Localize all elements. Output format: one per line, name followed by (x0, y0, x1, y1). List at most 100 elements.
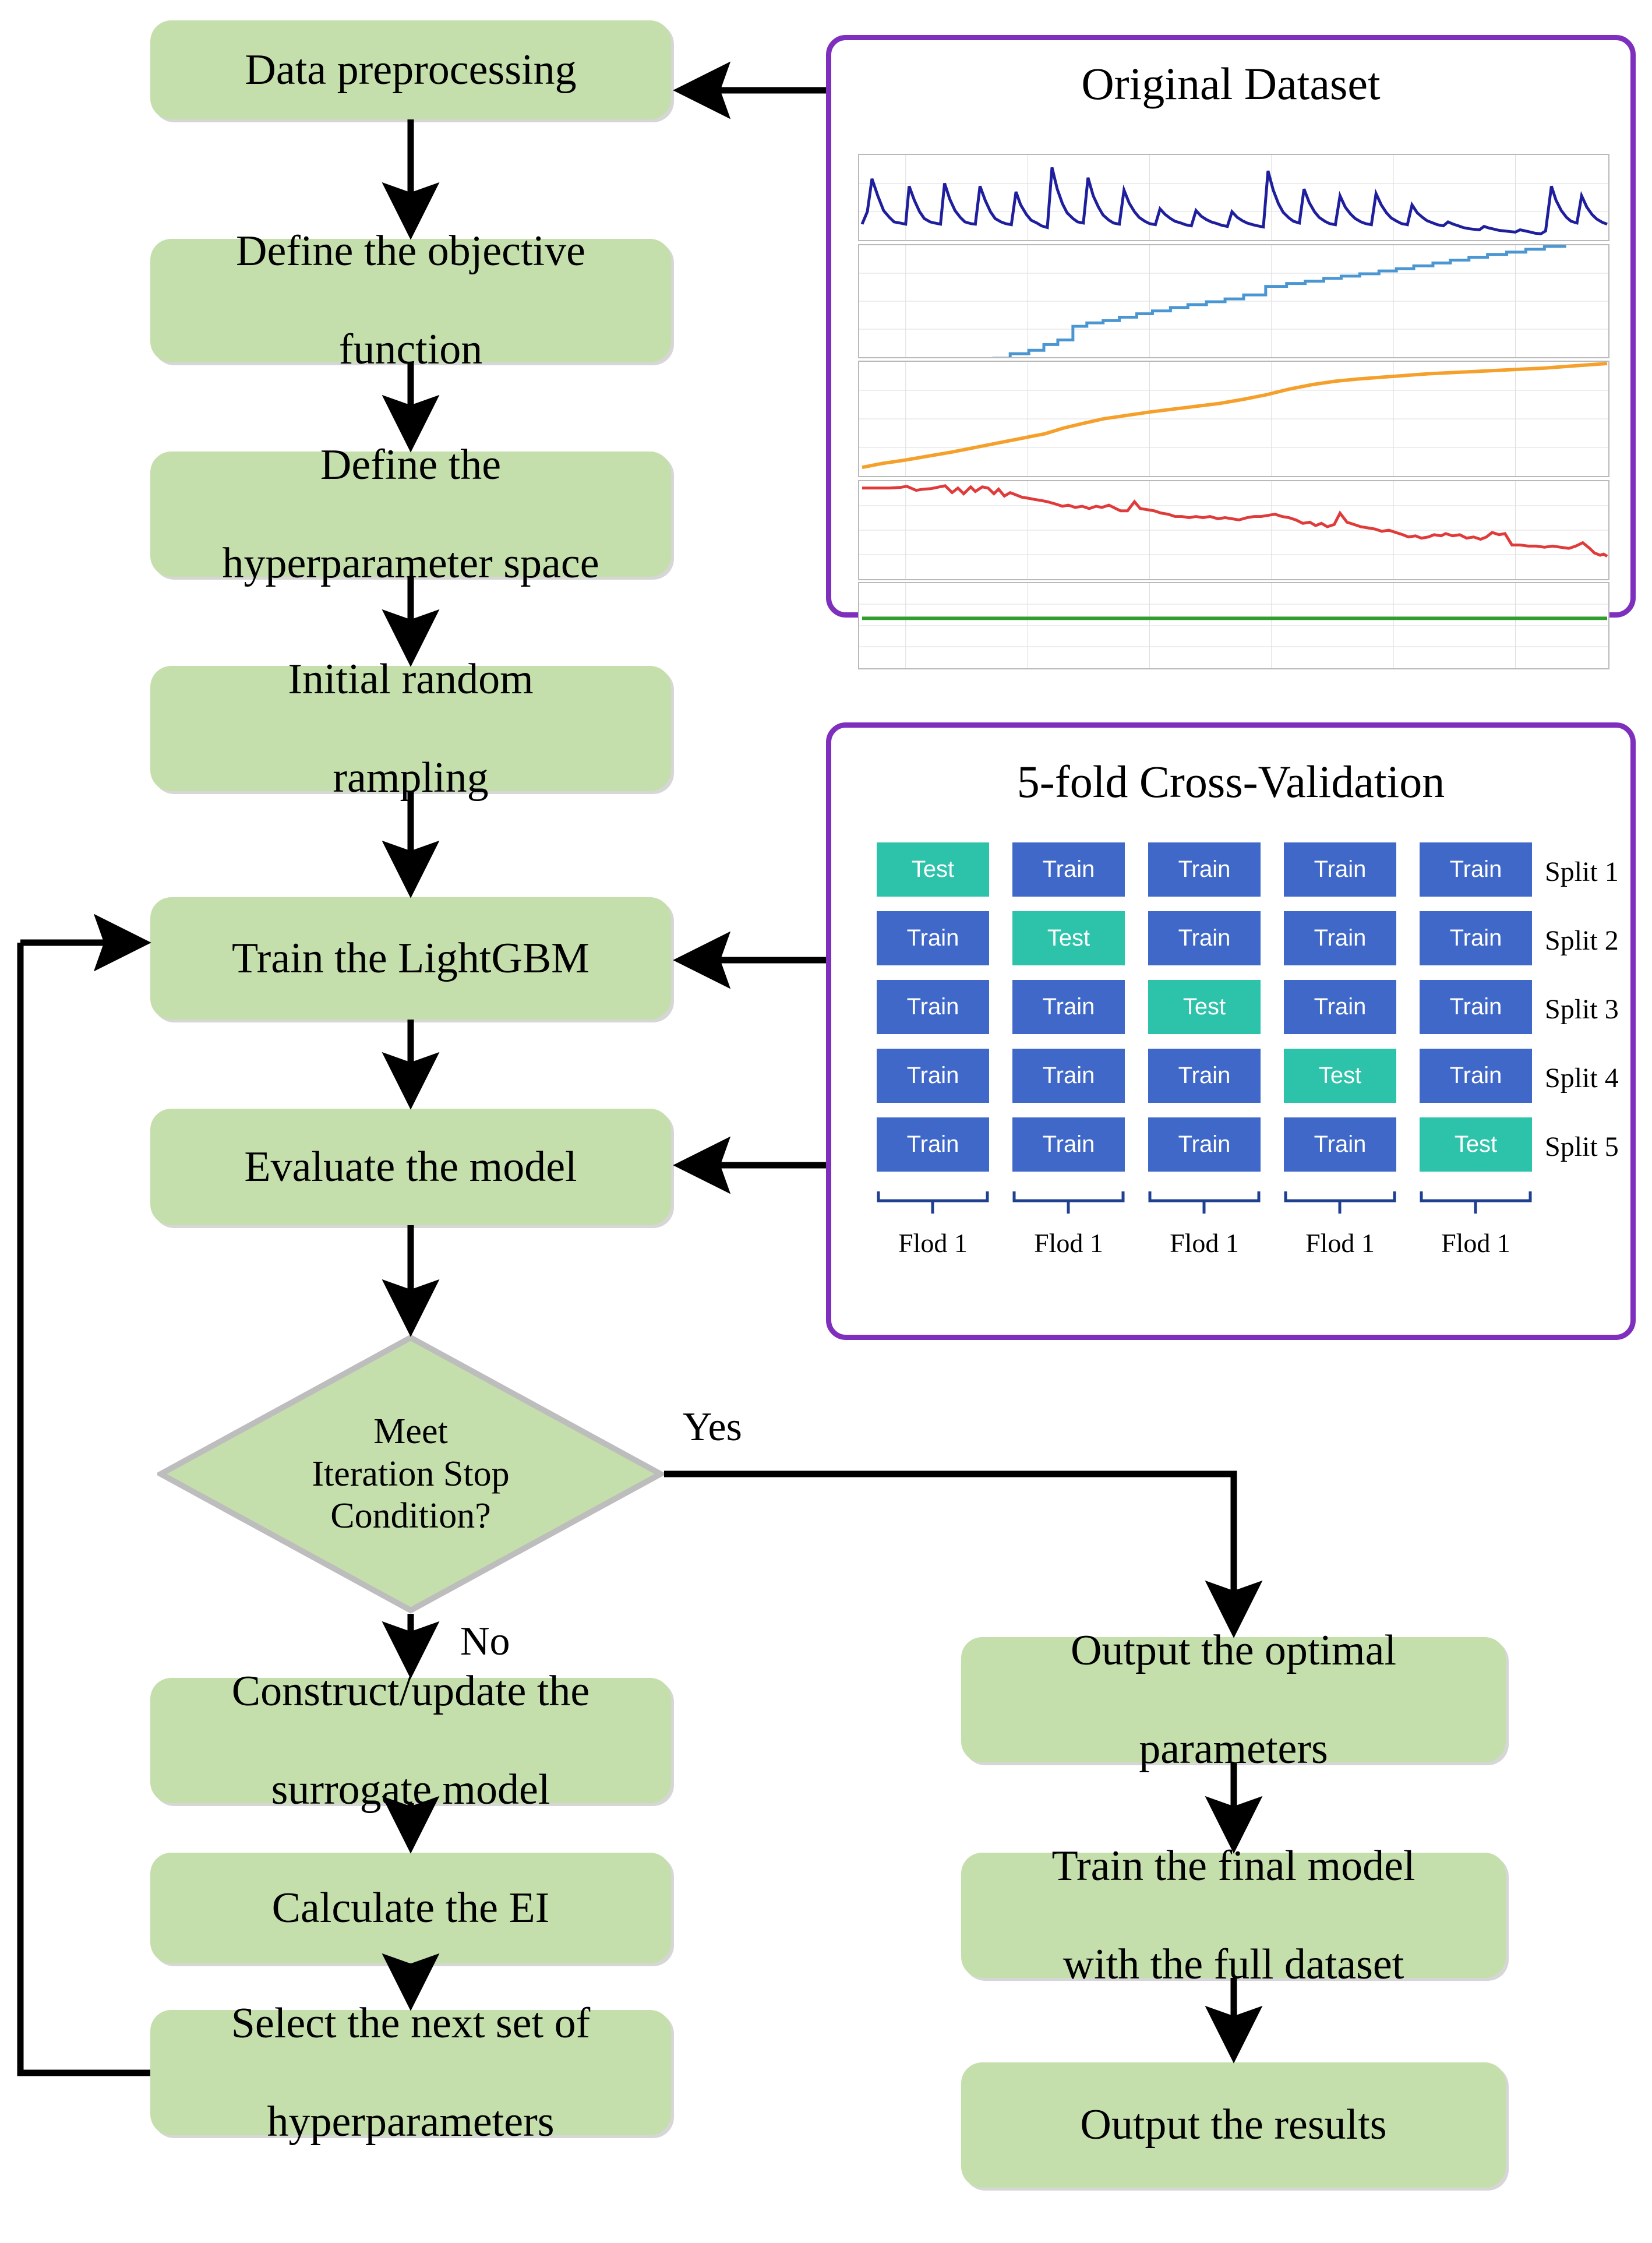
cv-cell[interactable]: Train (1284, 1117, 1396, 1172)
cv-cell[interactable]: Train (1284, 911, 1396, 965)
cv-cell[interactable]: Train (1148, 1049, 1261, 1103)
cv-fold-label: Flod 1 (1441, 1228, 1510, 1258)
cv-cell-label: Train (906, 1063, 959, 1088)
cv-cell-label: Train (1314, 994, 1367, 1020)
edge-label-yes: Yes (683, 1405, 742, 1450)
cv-cell-label: Train (1042, 994, 1095, 1020)
cv-cell[interactable]: Test (877, 842, 989, 897)
cv-cell-label: Train (1314, 925, 1367, 951)
cv-split-label: Split 3 (1545, 994, 1619, 1025)
sparkline-spiky-signal (858, 154, 1609, 241)
cv-cell[interactable]: Test (1012, 911, 1125, 965)
sparkline-constant-flat (858, 582, 1609, 669)
cv-cell[interactable]: Train (1012, 980, 1125, 1034)
cv-cell-label: Train (1178, 1131, 1231, 1157)
cv-cell-label: Train (1449, 994, 1502, 1020)
fold-bracket (1012, 1188, 1125, 1215)
cv-cell[interactable]: Train (1420, 1049, 1532, 1103)
cv-cell-label: Train (1449, 856, 1502, 882)
cv-cell-label: Train (1042, 1063, 1095, 1088)
decision-label: Meet Iteration Stop Condition? (312, 1412, 510, 1536)
cv-cell[interactable]: Train (1420, 980, 1532, 1034)
fold-bracket (1420, 1188, 1532, 1215)
cv-fold-label: Flod 1 (1034, 1228, 1103, 1258)
cv-cell-label: Train (906, 994, 959, 1020)
cv-cell[interactable]: Test (1284, 1049, 1396, 1103)
cv-cell-label: Train (906, 1131, 959, 1157)
cv-split-label: Split 2 (1545, 925, 1619, 956)
process-box-output-results[interactable]: Output the results (961, 2062, 1506, 2188)
cv-cell[interactable]: Train (877, 980, 989, 1034)
process-box-train-lightgbm[interactable]: Train the LightGBM (150, 897, 671, 1020)
sparkline-noisy-decreasing (858, 480, 1609, 580)
original-dataset-title: Original Dataset (1081, 58, 1381, 109)
cv-cell-label: Train (906, 925, 959, 951)
cv-cell[interactable]: Train (1148, 1117, 1261, 1172)
cv-cell-label: Train (1449, 1063, 1502, 1088)
cv-cell[interactable]: Train (877, 1049, 989, 1103)
fold-bracket (1148, 1188, 1261, 1215)
decision-meet-iteration-stop-condition[interactable]: Meet Iteration Stop Condition? (157, 1334, 664, 1614)
cv-cell[interactable]: Train (1420, 911, 1532, 965)
cv-cell[interactable]: Train (1284, 842, 1396, 897)
cv-cell-label: Train (1314, 1131, 1367, 1157)
cross-validation-panel: 5-fold Cross-Validation Test Train Train… (826, 722, 1636, 1340)
sparkline-step-increasing (858, 244, 1609, 358)
cv-cell[interactable]: Train (1420, 842, 1532, 897)
cv-fold-label: Flod 1 (898, 1228, 968, 1258)
cv-cell[interactable]: Train (1148, 911, 1261, 965)
cv-cell-label: Train (1178, 856, 1231, 882)
cv-cell-label: Test (911, 856, 955, 882)
cv-cell-label: Train (1178, 1063, 1231, 1088)
process-box-label: Evaluate the model (244, 1142, 577, 1191)
original-dataset-panel: Original Dataset (826, 35, 1636, 669)
fold-bracket (1284, 1188, 1396, 1215)
cv-cell[interactable]: Test (1148, 980, 1261, 1034)
cv-cell[interactable]: Train (1012, 1117, 1125, 1172)
cv-cell-label: Test (1047, 925, 1090, 951)
cv-cell[interactable]: Train (1284, 980, 1396, 1034)
cv-cell[interactable]: Train (1012, 842, 1125, 897)
process-box-label: Train the LightGBM (232, 934, 590, 982)
cv-cell[interactable]: Train (1148, 842, 1261, 897)
cv-fold-label: Flod 1 (1305, 1228, 1375, 1258)
process-box-label: Data preprocessing (245, 45, 577, 94)
cv-fold-label: Flod 1 (1170, 1228, 1239, 1258)
sparkline-smooth-increasing (858, 361, 1609, 477)
cv-cell[interactable]: Train (877, 1117, 989, 1172)
process-box-label: Output the results (1080, 2101, 1387, 2149)
cv-cell-label: Test (1182, 994, 1226, 1020)
process-box-evaluate-model[interactable]: Evaluate the model (150, 1109, 671, 1225)
fold-bracket (877, 1188, 989, 1215)
cv-cell[interactable]: Test (1420, 1117, 1532, 1172)
process-box-calculate-ei[interactable]: Calculate the EI (150, 1853, 671, 1963)
cv-cell-label: Train (1178, 925, 1231, 951)
cv-cell-label: Train (1449, 925, 1502, 951)
cv-split-label: Split 4 (1545, 1063, 1619, 1094)
edge-label-no: No (460, 1619, 510, 1664)
cv-cell-label: Train (1042, 856, 1095, 882)
process-box-label: Calculate the EI (271, 1884, 550, 1932)
cv-cell[interactable]: Train (877, 911, 989, 965)
cv-cell-label: Train (1042, 1131, 1095, 1157)
cv-cell-label: Test (1318, 1063, 1362, 1088)
cv-split-label: Split 1 (1545, 856, 1619, 887)
process-box-data-preprocessing[interactable]: Data preprocessing (150, 20, 671, 119)
cv-cell[interactable]: Train (1012, 1049, 1125, 1103)
diamond-shape (157, 1334, 664, 1614)
